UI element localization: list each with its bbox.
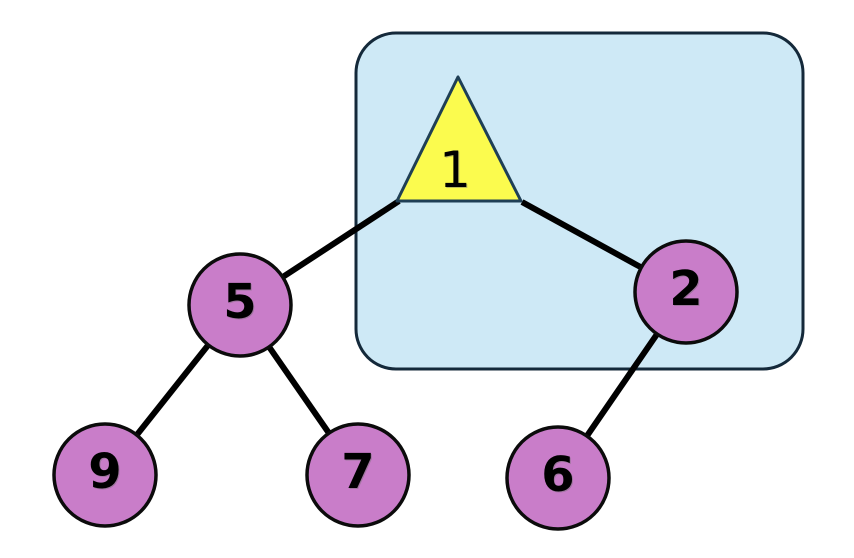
node-label-7: 7 — [341, 444, 374, 500]
node-label-9: 9 — [88, 444, 121, 500]
node-9: 9 — [52, 422, 158, 528]
node-2: 2 — [633, 239, 739, 345]
node-1: 1 — [395, 75, 523, 203]
node-6: 6 — [505, 425, 611, 531]
node-label-1: 1 — [439, 141, 471, 199]
node-7: 7 — [305, 422, 411, 528]
circle-shape-2 — [633, 239, 739, 345]
node-label-2: 2 — [669, 261, 702, 317]
node-label-5: 5 — [223, 274, 256, 330]
circle-shape-9 — [52, 422, 158, 528]
circle-shape-6 — [505, 425, 611, 531]
node-5: 5 — [187, 252, 293, 358]
triangle-shape-1 — [395, 75, 523, 203]
circle-shape-5 — [187, 252, 293, 358]
node-label-6: 6 — [541, 447, 574, 503]
circle-shape-7 — [305, 422, 411, 528]
